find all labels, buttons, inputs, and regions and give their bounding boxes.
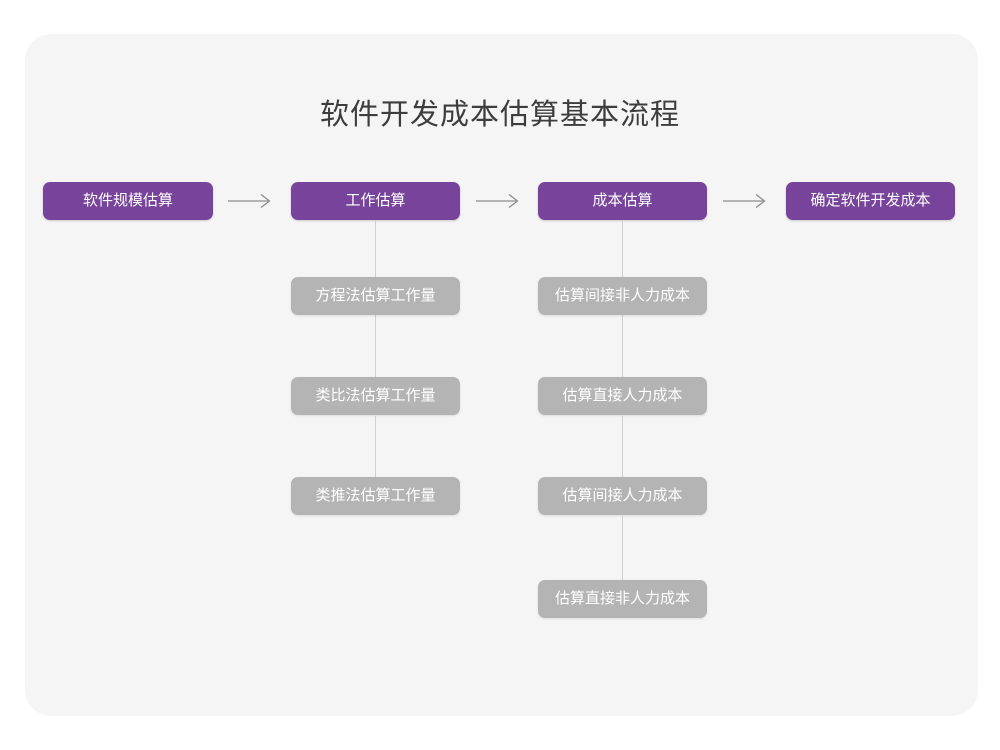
- connector-branch-a-2: [375, 416, 376, 477]
- arrow-right-icon-1: [228, 192, 276, 210]
- flow-node-branch-b-1[interactable]: 估算间接非人力成本: [538, 277, 707, 315]
- flow-node-step-1[interactable]: 软件规模估算: [43, 182, 213, 220]
- flow-node-branch-a-3[interactable]: 类推法估算工作量: [291, 477, 460, 515]
- flow-node-branch-a-2[interactable]: 类比法估算工作量: [291, 377, 460, 415]
- flow-node-step-2[interactable]: 工作估算: [291, 182, 460, 220]
- connector-branch-b-trunk: [622, 220, 623, 318]
- flow-node-branch-b-3[interactable]: 估算间接人力成本: [538, 477, 707, 515]
- connector-branch-a-trunk: [375, 220, 376, 318]
- flow-node-branch-b-2[interactable]: 估算直接人力成本: [538, 377, 707, 415]
- diagram-card: [25, 34, 978, 716]
- arrow-right-icon-3: [723, 192, 771, 210]
- connector-branch-b-3: [622, 516, 623, 580]
- flow-node-step-4[interactable]: 确定软件开发成本: [786, 182, 955, 220]
- arrow-right-icon-2: [476, 192, 524, 210]
- page-title: 软件开发成本估算基本流程: [319, 99, 680, 131]
- connector-branch-b-2: [622, 416, 623, 477]
- flow-node-branch-a-1[interactable]: 方程法估算工作量: [291, 277, 460, 315]
- flow-node-branch-b-4[interactable]: 估算直接非人力成本: [538, 580, 707, 618]
- connector-branch-a-1: [375, 316, 376, 377]
- connector-branch-b-1: [622, 316, 623, 377]
- flow-node-step-3[interactable]: 成本估算: [538, 182, 707, 220]
